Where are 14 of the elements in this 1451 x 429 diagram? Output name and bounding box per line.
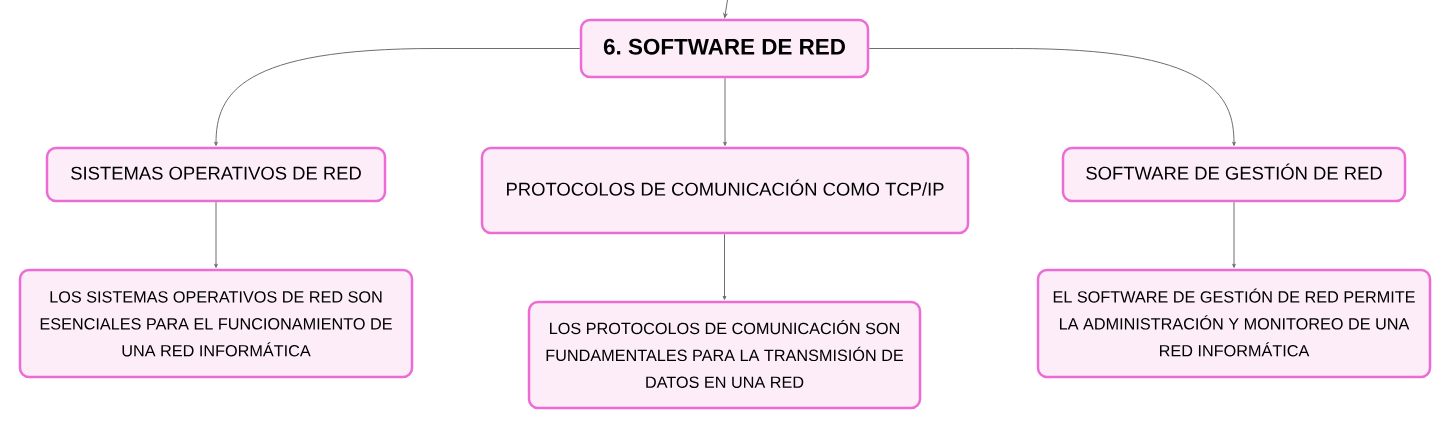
description-box: LOS PROTOCOLOS DE COMUNICACIÓN SON FUNDAMENTALES PARA LA TRANSMISIÓN DE DATOS EN UNA RED [527, 300, 922, 410]
connector-arrow [722, 233, 727, 300]
connector-arrow [1232, 201, 1236, 268]
connector-arrow [214, 201, 218, 268]
connector-arrow [723, 0, 728, 18]
connector-arrow [723, 77, 727, 146]
description-box: LOS SISTEMAS OPERATIVOS DE RED SON ESENCIALES PARA EL FUNCIONAMIENTO DE UNA RED INFORMÁTICA [18, 268, 414, 379]
topic-box: 6. SOFTWARE DE RED [579, 18, 870, 79]
subtopic-box: SISTEMAS OPERATIVOS DE RED [45, 146, 387, 203]
subtopic-box: PROTOCOLOS DE COMUNICACIÓN COMO TCP/IP [480, 146, 970, 235]
connector-arrow [868, 48, 1236, 146]
subtopic-box: SOFTWARE DE GESTIÓN DE RED [1061, 146, 1407, 203]
description-box: EL SOFTWARE DE GESTIÓN DE RED PERMITE LA ADMINISTRACIÓN Y MONITOREO DE UNA RED INFORMÁTICA [1036, 268, 1432, 379]
connector-arrow [214, 48, 581, 146]
